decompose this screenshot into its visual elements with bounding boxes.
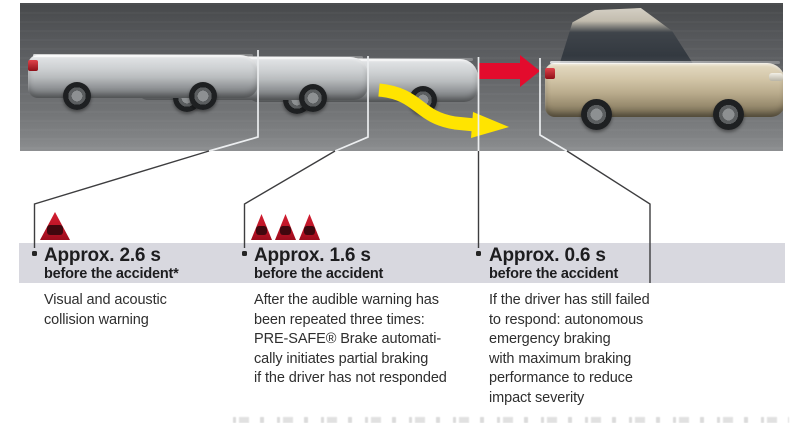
stage1-when: before the accident* xyxy=(44,266,179,282)
stage1-time: Approx. 2.6 s xyxy=(44,245,161,266)
stage1-bullet xyxy=(32,251,37,256)
stage1-description: Visual and acoustic collision warning xyxy=(44,292,167,328)
warning-triangle-icon xyxy=(40,212,70,240)
car-front-wheel xyxy=(299,84,327,112)
stage3-description: If the driver has still failed to respon… xyxy=(489,292,650,406)
stage1-warning-icons xyxy=(40,212,70,240)
warning-triangle-icon xyxy=(275,214,296,240)
stage3-when: before the accident xyxy=(489,266,619,282)
car-front-wheel xyxy=(189,82,217,110)
stage3-bullet xyxy=(476,251,481,256)
car-headlight xyxy=(768,72,783,81)
stage2-bullet xyxy=(242,251,247,256)
silver-car-1 xyxy=(28,12,258,110)
car-highlight xyxy=(32,54,254,58)
stage2-when: before the accident xyxy=(254,266,384,282)
stage2-warning-icons xyxy=(251,214,320,240)
car-body xyxy=(545,62,783,118)
collision-arrow-icon xyxy=(478,55,558,87)
stage1-heading: Approx. 2.6 s before the accident* xyxy=(44,245,179,283)
evasion-arrow-icon xyxy=(378,83,509,138)
car-taillight xyxy=(28,59,38,71)
photo-strip xyxy=(20,3,783,151)
stage2-heading: Approx. 1.6 s before the accident xyxy=(254,245,383,283)
warning-triangle-icon xyxy=(299,214,320,240)
car-rear-wheel xyxy=(581,99,612,130)
gold-car xyxy=(545,8,783,130)
stage3-heading: Approx. 0.6 s before the accident xyxy=(489,245,618,283)
timeline-band xyxy=(19,243,785,283)
footnote-cutoff xyxy=(233,417,789,423)
stage2-time: Approx. 1.6 s xyxy=(254,245,371,266)
car-rear-wheel xyxy=(62,82,91,110)
stage2-description: After the audible warning has been repea… xyxy=(254,292,447,386)
warning-triangle-icon xyxy=(251,214,272,240)
car-front-wheel xyxy=(713,99,744,130)
stage3-time: Approx. 0.6 s xyxy=(489,245,606,266)
car-highlight xyxy=(549,61,781,65)
